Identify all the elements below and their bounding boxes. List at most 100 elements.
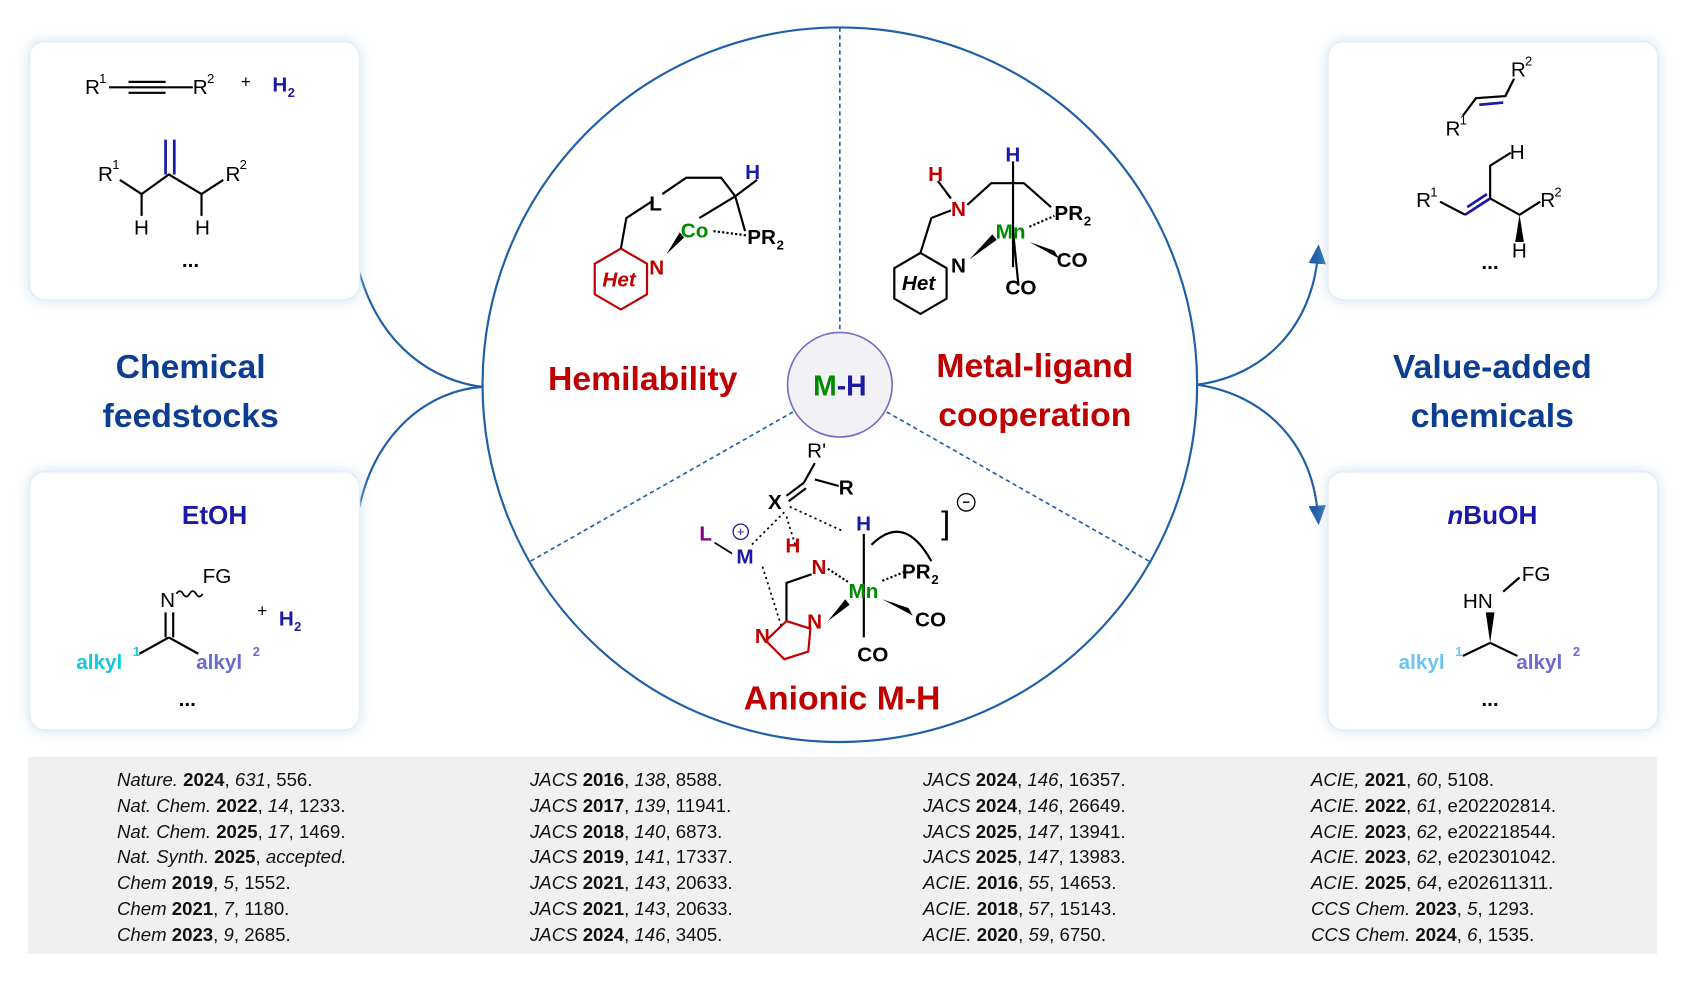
reference-item: Chem 2021, 7, 1180. xyxy=(117,897,290,919)
reference-journal: JACS xyxy=(923,794,971,816)
reference-page: e202611311. xyxy=(1447,872,1554,894)
svg-text:alkyl: alkyl xyxy=(1399,651,1445,674)
reference-item: JACS 2025, 147, 13941. xyxy=(923,820,1126,842)
reference-item: JACS 2019, 141, 17337. xyxy=(530,846,733,868)
reference-item: JACS 2021, 143, 20633. xyxy=(530,872,733,894)
reference-journal: Nat. Synth. xyxy=(117,846,209,868)
reference-item: JACS 2024, 146, 3405. xyxy=(530,923,723,945)
svg-text:H: H xyxy=(745,161,760,184)
reference-page: 14653. xyxy=(1059,872,1117,894)
feedstocks-title-line2: feedstocks xyxy=(102,397,278,435)
triple-bond xyxy=(108,80,193,94)
svg-text:X: X xyxy=(768,491,782,514)
reference-year: 2023 xyxy=(1415,897,1457,919)
reference-journal: Nature. xyxy=(117,769,178,790)
reference-year: 2019 xyxy=(582,846,625,868)
reference-journal: JACS xyxy=(530,769,578,790)
reference-page: 20633. xyxy=(675,897,733,919)
reference-journal: CCS Chem. xyxy=(1311,923,1411,945)
feedstocks-title-line1: Chemical xyxy=(116,348,266,386)
reference-page: 1233. xyxy=(298,794,346,816)
exo-double-bond xyxy=(164,139,176,175)
svg-text:Het: Het xyxy=(602,269,636,292)
svg-text:R: R xyxy=(193,76,208,99)
reference-item: ACIE, 2021, 60, 5108. xyxy=(1311,769,1495,790)
reference-page: 17337. xyxy=(675,846,733,868)
reference-volume: 143 xyxy=(634,872,666,894)
svg-text:H: H xyxy=(928,163,943,186)
svg-text:H: H xyxy=(279,607,294,630)
references-panel: Nature. 2024, 631, 556.Nat. Chem. 2022, … xyxy=(28,757,1657,954)
reference-journal: JACS xyxy=(530,846,578,868)
svg-text:PR: PR xyxy=(902,561,931,584)
svg-text:R: R xyxy=(1445,117,1460,140)
reference-volume: 631 xyxy=(234,769,266,790)
reference-journal: JACS xyxy=(530,820,578,842)
reference-volume: 64 xyxy=(1416,872,1438,894)
svg-text:CO: CO xyxy=(1005,276,1036,299)
svg-text:EtOH: EtOH xyxy=(182,500,247,530)
reference-item: ACIE. 2025, 64, e202611311. xyxy=(1311,872,1554,894)
svg-text:N: N xyxy=(807,611,822,634)
reference-item: Chem 2019, 5, 1552. xyxy=(117,872,291,894)
feedstock-bottom-connector xyxy=(358,385,483,507)
reference-volume: 147 xyxy=(1027,820,1059,842)
reference-item: JACS 2024, 146, 26649. xyxy=(923,794,1126,816)
svg-text:N: N xyxy=(649,257,664,280)
reference-journal: ACIE. xyxy=(923,923,972,945)
reference-year: 2018 xyxy=(582,820,625,842)
reference-item: Chem 2023, 9, 2685. xyxy=(117,923,291,945)
reference-column: JACS 2016, 138, 8588.JACS 2017, 139, 119… xyxy=(530,767,733,948)
reference-page: 8588. xyxy=(675,769,723,790)
reference-year: 2024 xyxy=(975,794,1018,816)
svg-text:H: H xyxy=(195,216,210,239)
nbuoh-amine-structures: nBuOH HN FG alkyl 1 alkyl 2 ... xyxy=(1399,500,1581,711)
reference-journal: JACS xyxy=(923,820,971,842)
sector-dividers xyxy=(530,27,1150,562)
svg-text:CO: CO xyxy=(857,643,888,666)
svg-text:L: L xyxy=(649,192,662,215)
reference-page: e202202814. xyxy=(1447,794,1557,816)
reference-item: ACIE. 2018, 57, 15143. xyxy=(923,897,1117,919)
reference-year: 2016 xyxy=(976,872,1019,894)
reference-item: ACIE. 2016, 55, 14653. xyxy=(923,872,1117,894)
reference-page: 3405. xyxy=(675,923,723,945)
svg-text:2: 2 xyxy=(1084,214,1091,229)
reference-page: 6750. xyxy=(1059,923,1107,945)
reference-journal: ACIE. xyxy=(923,872,972,894)
product-bottom-arrow xyxy=(1196,383,1326,526)
svg-text:1: 1 xyxy=(1430,184,1437,199)
svg-text:PR: PR xyxy=(1054,202,1083,225)
reference-volume: 61 xyxy=(1416,794,1438,816)
svg-text:R: R xyxy=(1416,189,1431,212)
reference-volume: 147 xyxy=(1027,846,1059,868)
reference-volume: 9 xyxy=(223,923,234,945)
reference-volume: 62 xyxy=(1416,846,1438,868)
alkene-products: R 1 R 2 R 1 H R 2 H ... xyxy=(1416,54,1562,275)
reference-journal: ACIE. xyxy=(1311,794,1360,816)
manganese-mlc-complex: Het H N H Mn PR 2 N CO CO xyxy=(893,143,1091,316)
svg-text:Mn: Mn xyxy=(849,580,879,603)
reference-journal: JACS xyxy=(923,846,971,868)
svg-text:nBuOH: nBuOH xyxy=(1447,500,1537,530)
reference-journal: ACIE. xyxy=(1311,872,1360,894)
reference-item: Nat. Chem. 2025, 17, 1469. xyxy=(117,820,346,842)
reference-volume: 17 xyxy=(267,820,289,842)
svg-text:2: 2 xyxy=(294,619,301,634)
mlc-label-line2: cooperation xyxy=(938,396,1131,434)
reference-page: e202301042. xyxy=(1447,846,1557,868)
reference-volume: 5 xyxy=(1467,897,1478,919)
reference-journal: Chem xyxy=(117,897,167,919)
product-top-arrow xyxy=(1196,244,1326,386)
reference-item: CCS Chem. 2023, 5, 1293. xyxy=(1311,897,1535,919)
svg-text:2: 2 xyxy=(207,71,214,86)
svg-text:R: R xyxy=(839,477,854,500)
products-title-line1: Value-added xyxy=(1393,348,1592,386)
reference-year: 2024 xyxy=(183,769,225,790)
svg-text:N: N xyxy=(812,556,827,579)
reference-volume: 60 xyxy=(1416,769,1438,790)
reference-page: 1552. xyxy=(244,872,291,894)
svg-text:H: H xyxy=(134,216,149,239)
reference-item: ACIE. 2023, 62, e202218544. xyxy=(1311,820,1557,842)
